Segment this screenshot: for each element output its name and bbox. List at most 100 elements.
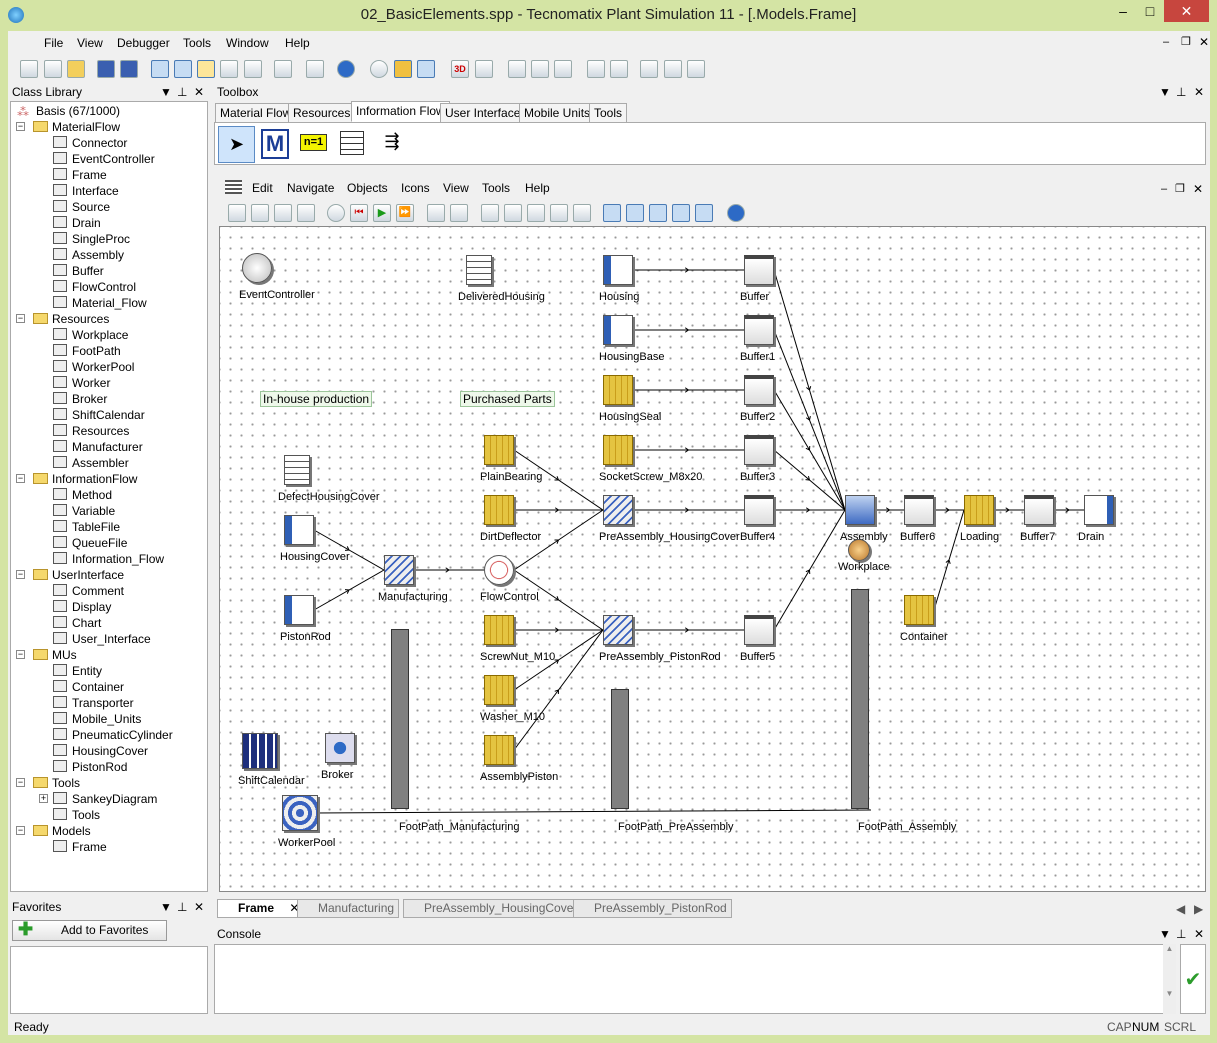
reset-icon[interactable]: ⏮: [350, 204, 368, 222]
expand-toggle-icon[interactable]: −: [16, 473, 25, 483]
tree-item-basis-67-1000-[interactable]: ⁂Basis (67/1000): [17, 103, 120, 119]
show-connectors-icon[interactable]: [626, 204, 644, 222]
tree-item-singleproc[interactable]: SingleProc: [53, 231, 130, 247]
tree-item-sankeydiagram[interactable]: +SankeyDiagram: [39, 791, 157, 807]
object-buffer6[interactable]: [904, 495, 934, 525]
frame-restore-icon[interactable]: ❐: [1175, 183, 1185, 195]
minimize-button[interactable]: –: [1119, 3, 1127, 19]
frame-menu-icons[interactable]: Icons: [401, 181, 430, 195]
timer-icon[interactable]: [664, 60, 682, 78]
show-footpath-icon[interactable]: [603, 204, 621, 222]
tab-mobile-units[interactable]: Mobile Units: [519, 103, 596, 123]
footpath-bar[interactable]: [391, 629, 409, 809]
tree-item-resources[interactable]: −Resources: [16, 311, 109, 327]
frame-close-icon[interactable]: ✕: [1193, 182, 1204, 196]
panel-close-icon[interactable]: ✕: [194, 900, 205, 914]
menu-file[interactable]: File: [44, 36, 64, 50]
expand-toggle-icon[interactable]: −: [16, 777, 25, 787]
object-workplace[interactable]: [848, 539, 870, 561]
expand-toggle-icon[interactable]: −: [16, 121, 25, 131]
expand-toggle-icon[interactable]: −: [16, 825, 25, 835]
zoom-out-icon[interactable]: [504, 204, 522, 222]
tree-item-tablefile[interactable]: TableFile: [53, 519, 120, 535]
object-assembly[interactable]: [845, 495, 875, 525]
dropdown-icon[interactable]: ▼: [160, 900, 172, 914]
queuefile-tool[interactable]: ⇶: [384, 131, 400, 151]
connector-line[interactable]: [314, 809, 872, 814]
tree-item-pistonrod[interactable]: PistonRod: [53, 759, 127, 775]
frame-menu-view[interactable]: View: [443, 181, 469, 195]
tree-item-user-interface[interactable]: User_Interface: [53, 631, 151, 647]
tree-item-mus[interactable]: −MUs: [16, 647, 77, 663]
object-washer-m10[interactable]: [484, 675, 514, 705]
tree-item-method[interactable]: Method: [53, 487, 112, 503]
network-icon[interactable]: [306, 60, 324, 78]
tab-close-icon[interactable]: ✕: [289, 901, 300, 915]
object-housingseal[interactable]: [603, 375, 633, 405]
object-container[interactable]: [904, 595, 934, 625]
tab-user-interface[interactable]: User Interface: [440, 103, 526, 123]
show-comments-icon[interactable]: [649, 204, 667, 222]
new-folder-icon[interactable]: [44, 60, 62, 78]
object-screwnut-m10[interactable]: [484, 615, 514, 645]
pencil-icon[interactable]: [573, 204, 591, 222]
pin-icon[interactable]: ⊥: [1176, 927, 1187, 941]
tree-item-workerpool[interactable]: WorkerPool: [53, 359, 134, 375]
layers-icon[interactable]: [475, 60, 493, 78]
tree-item-shiftcalendar[interactable]: ShiftCalendar: [53, 407, 145, 423]
tree-item-flowcontrol[interactable]: FlowControl: [53, 279, 136, 295]
binoculars-icon[interactable]: [228, 204, 246, 222]
tree-item-assembly[interactable]: Assembly: [53, 247, 124, 263]
object-buffer4[interactable]: [744, 495, 774, 525]
object-buffer2[interactable]: [744, 375, 774, 405]
object-plainbearing[interactable]: [484, 435, 514, 465]
tab-material-flow[interactable]: Material Flow: [215, 103, 297, 123]
go-up-icon[interactable]: [251, 204, 269, 222]
event-debug-icon[interactable]: [640, 60, 658, 78]
show-grid-icon[interactable]: [672, 204, 690, 222]
tree-item-container[interactable]: Container: [53, 679, 124, 695]
tree-item-informationflow[interactable]: −InformationFlow: [16, 471, 137, 487]
help-icon[interactable]: [337, 60, 355, 78]
3d-view-icon[interactable]: [174, 60, 192, 78]
mdi-restore-icon[interactable]: ❐: [1181, 36, 1191, 48]
save-icon[interactable]: [97, 60, 115, 78]
zoom-fit-icon[interactable]: [527, 204, 545, 222]
frame-menu-edit[interactable]: Edit: [252, 181, 273, 195]
screenshot-icon[interactable]: [550, 204, 568, 222]
tab-tools[interactable]: Tools: [589, 103, 628, 123]
object-eventcontroller[interactable]: [242, 253, 272, 283]
window2-icon[interactable]: [610, 60, 628, 78]
object-assemblypiston[interactable]: [484, 735, 514, 765]
attributes-icon[interactable]: [417, 60, 435, 78]
tree-item-userinterface[interactable]: −UserInterface: [16, 567, 124, 583]
tree-item-mobile-units[interactable]: Mobile_Units: [53, 711, 141, 727]
method-tool[interactable]: M: [261, 129, 289, 159]
object-broker[interactable]: [325, 733, 355, 763]
expand-toggle-icon[interactable]: +: [39, 793, 48, 803]
footpath-bar[interactable]: [611, 689, 629, 809]
console-output[interactable]: [214, 944, 1176, 1014]
tab-information-flow[interactable]: Information Flow: [351, 101, 450, 122]
tree-item-materialflow[interactable]: −MaterialFlow: [16, 119, 120, 135]
tree-item-drain[interactable]: Drain: [53, 215, 101, 231]
event-controller-icon[interactable]: [327, 204, 345, 222]
frame-help-icon[interactable]: [727, 204, 745, 222]
tab-scroll-left-icon[interactable]: ◀: [1176, 902, 1186, 916]
fast-forward-icon[interactable]: ⏩: [396, 204, 414, 222]
tree-item-buffer[interactable]: Buffer: [53, 263, 104, 279]
object-buffer5[interactable]: [744, 615, 774, 645]
tree-item-resources[interactable]: Resources: [53, 423, 129, 439]
parent-icon[interactable]: [297, 204, 315, 222]
breakpoint-icon[interactable]: [531, 60, 549, 78]
tree-item-frame[interactable]: Frame: [53, 167, 107, 183]
dropdown-icon[interactable]: ▼: [160, 85, 172, 99]
tree-item-comment[interactable]: Comment: [53, 583, 124, 599]
pointer-tool[interactable]: ➤: [218, 126, 255, 163]
debug-icon[interactable]: [508, 60, 526, 78]
3d-icon[interactable]: 3D: [451, 60, 469, 78]
frame-menu-tools[interactable]: Tools: [482, 181, 511, 195]
object-manufacturing[interactable]: [384, 555, 414, 585]
object-drain[interactable]: [1084, 495, 1114, 525]
